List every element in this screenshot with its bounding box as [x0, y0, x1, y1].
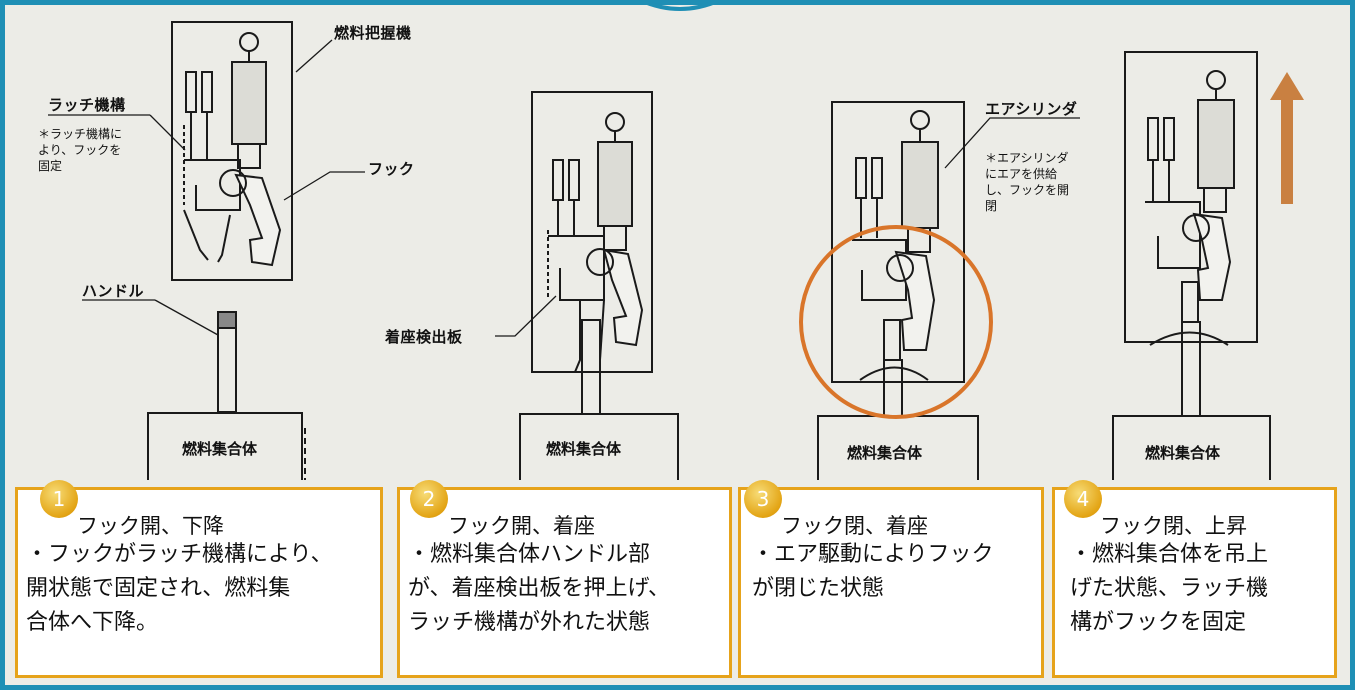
label-latch-note: ＊ラッチ機構に より、フックを 固定 — [38, 127, 123, 173]
step-badge-2: 2 — [410, 480, 448, 518]
step-desc-1: ・フックがラッチ機構により、 開状態で固定され、燃料集 合体へ下降。 — [26, 542, 333, 635]
stage-2-mechanism — [531, 91, 653, 373]
stage-1-leader-lines — [48, 39, 365, 336]
lift-arrow — [1270, 72, 1304, 204]
step-box-3 — [738, 487, 1044, 678]
step-title-1: フック開、下降 — [77, 514, 224, 538]
label-seat-plate: 着座検出板 — [385, 328, 463, 346]
step-title-2: フック開、着座 — [448, 514, 595, 538]
label-air-cylinder: エアシリンダ — [985, 100, 1078, 118]
step-box-4 — [1052, 487, 1337, 678]
step-desc-4: ・燃料集合体を吊上 げた状態、ラッチ機 構がフックを固定 — [1070, 542, 1269, 635]
stage-2-leader-lines — [495, 295, 557, 337]
top-tab — [639, 0, 721, 11]
step-badge-3: 3 — [744, 480, 782, 518]
step-title-4: フック閉、上昇 — [1100, 514, 1247, 538]
label-grapple: 燃料把握機 — [334, 24, 412, 42]
label-hook: フック — [368, 160, 415, 178]
stage-3-mechanism — [831, 101, 965, 383]
step-badge-4: 4 — [1064, 480, 1102, 518]
stage-2-assembly — [519, 319, 679, 480]
step-desc-3: ・エア駆動によりフック が閉じた状態 — [752, 542, 994, 601]
stage-1-assembly — [147, 311, 306, 480]
stage-3-leader-lines — [944, 117, 1080, 169]
label-latch: ラッチ機構 — [48, 96, 126, 114]
assembly-label-2: 燃料集合体 — [546, 440, 622, 458]
stage-1-mechanism — [171, 21, 293, 281]
assembly-label-1: 燃料集合体 — [182, 440, 258, 458]
stage-4-mechanism — [1124, 51, 1258, 346]
highlight-circle — [799, 225, 993, 419]
step-badge-1: 1 — [40, 480, 78, 518]
label-handle: ハンドル — [82, 282, 145, 300]
assembly-label-3: 燃料集合体 — [847, 444, 923, 462]
step-box-1 — [15, 487, 383, 678]
step-title-3: フック閉、着座 — [781, 514, 928, 538]
assembly-label-4: 燃料集合体 — [1145, 444, 1221, 462]
stage-4-assembly — [1112, 321, 1271, 480]
step-box-2 — [397, 487, 732, 678]
step-desc-2: ・燃料集合体ハンドル部 が、着座検出板を押上げ、 ラッチ機構が外れた状態 — [408, 542, 671, 635]
label-air-note: ＊エアシリンダ にエアを供給 し、フックを開 閉 — [985, 151, 1070, 213]
